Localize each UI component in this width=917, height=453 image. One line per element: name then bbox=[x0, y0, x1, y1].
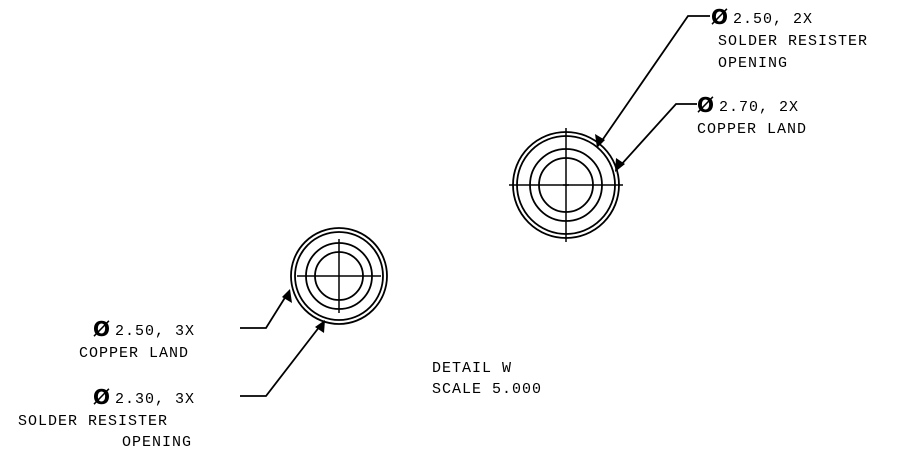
callout-right-solder-dim: 2.50, 2X bbox=[733, 11, 813, 28]
leader-left-solder bbox=[240, 320, 325, 397]
left-solder-opening-circle bbox=[294, 231, 384, 321]
left-pad bbox=[290, 227, 388, 325]
left-copper-land-circle bbox=[290, 227, 388, 325]
right-pad bbox=[509, 128, 623, 242]
diameter-symbol: Ø bbox=[93, 385, 110, 409]
callout-left-solder-line2: SOLDER RESISTER bbox=[18, 413, 168, 430]
callout-left-solder-dim: 2.30, 3X bbox=[115, 391, 195, 408]
detail-scale: SCALE 5.000 bbox=[432, 381, 542, 398]
callout-left-copper-line2: COPPER LAND bbox=[79, 345, 189, 362]
diameter-symbol: Ø bbox=[711, 5, 728, 29]
callout-right-copper-dim: 2.70, 2X bbox=[719, 99, 799, 116]
leader-left-copper bbox=[240, 289, 292, 329]
diameter-symbol: Ø bbox=[697, 93, 714, 117]
callout-right-solder-line2: SOLDER RESISTER bbox=[718, 33, 868, 50]
callout-right-solder-line3: OPENING bbox=[718, 55, 788, 72]
callout-left-solder-line3: OPENING bbox=[122, 434, 192, 451]
leader-right-solder bbox=[595, 15, 710, 148]
detail-label: DETAIL W bbox=[432, 360, 512, 377]
diameter-symbol: Ø bbox=[93, 317, 110, 341]
callout-right-copper-line2: COPPER LAND bbox=[697, 121, 807, 138]
callout-left-copper-dim: 2.50, 3X bbox=[115, 323, 195, 340]
leader-right-copper bbox=[615, 103, 697, 172]
